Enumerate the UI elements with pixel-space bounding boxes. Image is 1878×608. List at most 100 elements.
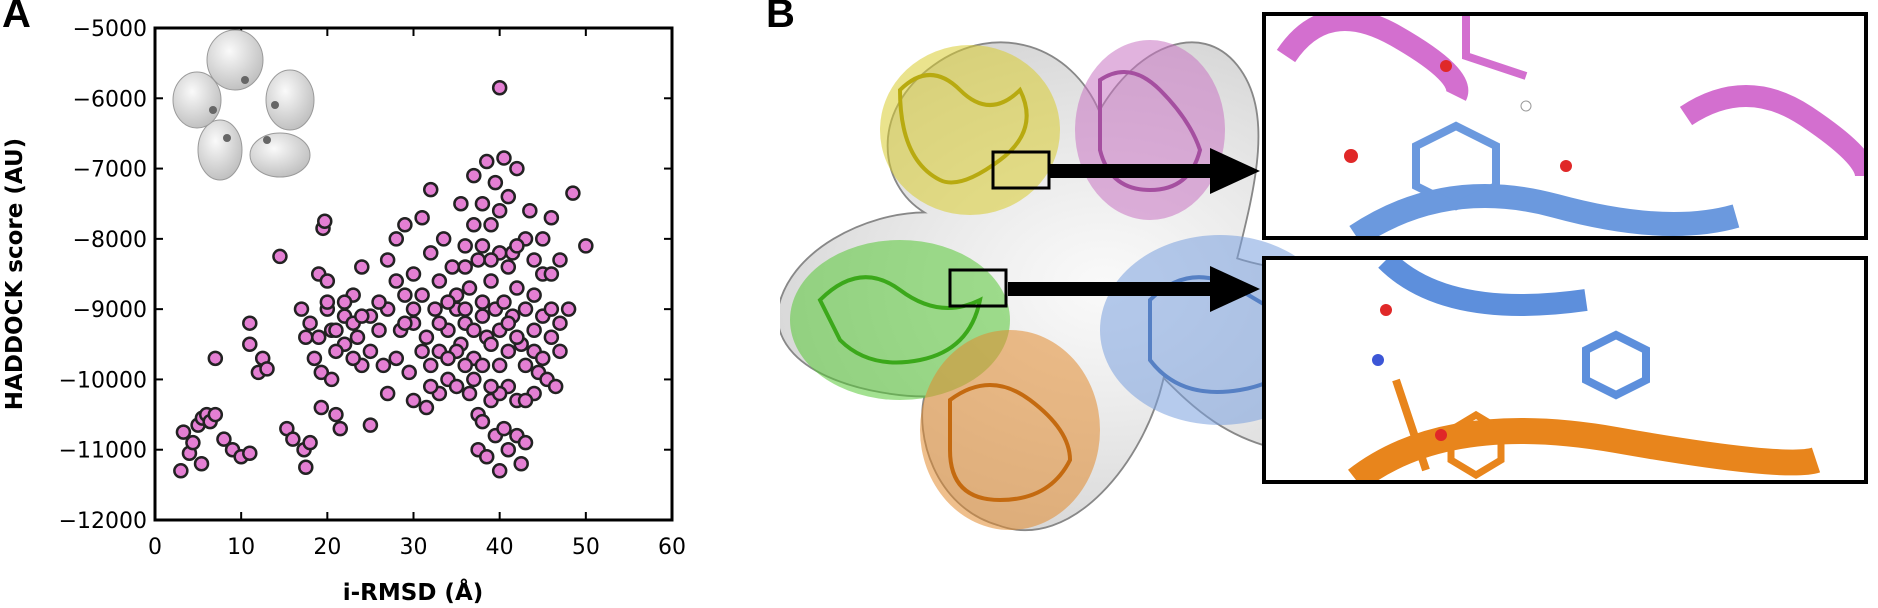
data-point: [470, 252, 486, 268]
inset-bottom-illustration: [1348, 260, 1821, 480]
data-point: [397, 287, 413, 303]
x-tick-label: 0: [148, 535, 162, 560]
y-tick-label: −10000: [59, 368, 147, 393]
data-point: [509, 238, 525, 254]
data-point: [517, 392, 534, 409]
data-point: [500, 441, 517, 458]
data-point: [517, 434, 534, 451]
data-point: [496, 420, 512, 437]
data-point: [487, 174, 504, 191]
data-point: [457, 301, 473, 317]
data-point: [483, 378, 499, 395]
data-point: [535, 350, 551, 367]
data-point: [457, 259, 473, 275]
data-point: [319, 294, 336, 310]
data-point: [440, 350, 456, 367]
data-point: [526, 252, 542, 268]
data-point: [422, 245, 439, 261]
data-point: [216, 431, 232, 447]
data-point: [431, 273, 448, 289]
data-point: [388, 231, 405, 247]
data-point: [500, 259, 517, 275]
data-point: [474, 195, 491, 212]
data-point: [535, 231, 551, 247]
data-point: [522, 202, 538, 219]
data-point: [397, 315, 413, 331]
data-point: [336, 294, 353, 310]
data-point: [422, 378, 439, 395]
data-point: [500, 188, 517, 205]
data-point: [298, 329, 314, 346]
data-point: [207, 406, 224, 423]
data-point: [474, 357, 491, 374]
data-point: [242, 445, 258, 461]
data-point: [332, 420, 349, 437]
data-point: [474, 294, 491, 310]
data-point: [513, 456, 529, 472]
data-point: [272, 248, 288, 265]
data-point: [302, 315, 318, 331]
inset-top: [1262, 12, 1868, 240]
data-point: [313, 399, 330, 416]
x-tick-label: 40: [486, 535, 514, 560]
data-point: [259, 361, 275, 377]
x-tick-label: 10: [227, 535, 255, 560]
data-point: [466, 167, 482, 184]
data-point: [207, 350, 224, 367]
data-point: [328, 406, 344, 423]
y-ticks: −5000−6000−7000−8000−9000−10000−11000−12…: [59, 17, 672, 534]
data-point: [175, 424, 192, 440]
inset-bottom: [1262, 256, 1868, 484]
data-point: [466, 322, 482, 338]
x-tick-label: 60: [658, 535, 686, 560]
arrow-bottom: [1008, 266, 1260, 312]
data-point: [397, 217, 413, 233]
y-tick-label: −5000: [73, 17, 147, 42]
data-point: [242, 336, 258, 353]
data-point: [418, 329, 435, 346]
panel-label-b: B: [766, 0, 795, 36]
data-point: [435, 231, 452, 247]
data-point: [457, 357, 473, 374]
data-point: [422, 181, 439, 198]
data-point: [500, 315, 517, 331]
interface-box-top: [991, 150, 1051, 190]
data-point: [478, 448, 495, 465]
data-point: [185, 434, 201, 451]
data-point: [313, 364, 330, 381]
subunit-orange: [920, 330, 1100, 530]
data-point: [517, 357, 534, 374]
data-point: [483, 252, 499, 268]
density-map-thumbnail: [172, 29, 315, 181]
x-tick-label: 50: [572, 535, 600, 560]
data-point: [379, 252, 396, 268]
data-point: [517, 301, 534, 317]
data-point: [293, 301, 310, 317]
data-point: [509, 160, 525, 177]
data-point: [401, 364, 417, 381]
data-point: [405, 392, 422, 409]
interface-box-bottom: [948, 268, 1008, 308]
data-point: [474, 413, 491, 430]
inset-top-illustration: [1276, 16, 1864, 236]
data-point: [298, 459, 314, 476]
data-point: [388, 273, 405, 289]
data-point: [552, 252, 568, 268]
panel-label-a: A: [2, 0, 31, 36]
data-point: [349, 329, 366, 346]
data-point: [496, 294, 512, 310]
data-point: [560, 301, 577, 317]
data-point: [552, 343, 568, 360]
data-point: [319, 273, 336, 289]
data-point: [371, 294, 387, 310]
data-point: [578, 238, 594, 254]
data-point: [418, 399, 435, 416]
data-point: [552, 315, 568, 331]
y-tick-label: −12000: [59, 509, 147, 534]
data-point: [547, 378, 564, 395]
data-point: [457, 238, 473, 254]
data-point: [474, 238, 491, 254]
y-tick-label: −9000: [73, 298, 147, 323]
data-point: [500, 343, 517, 360]
